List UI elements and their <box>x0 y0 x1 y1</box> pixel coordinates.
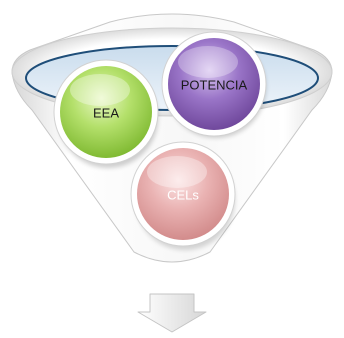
down-arrow-icon <box>137 293 207 333</box>
label-cels: CELs <box>167 187 199 202</box>
label-potencia: POTENCIA <box>181 77 248 92</box>
circle-potencia: POTENCIA <box>161 31 267 137</box>
circle-cels: CELs <box>130 141 236 247</box>
circle-eea: EEA <box>53 59 159 165</box>
label-eea: EEA <box>93 105 119 120</box>
